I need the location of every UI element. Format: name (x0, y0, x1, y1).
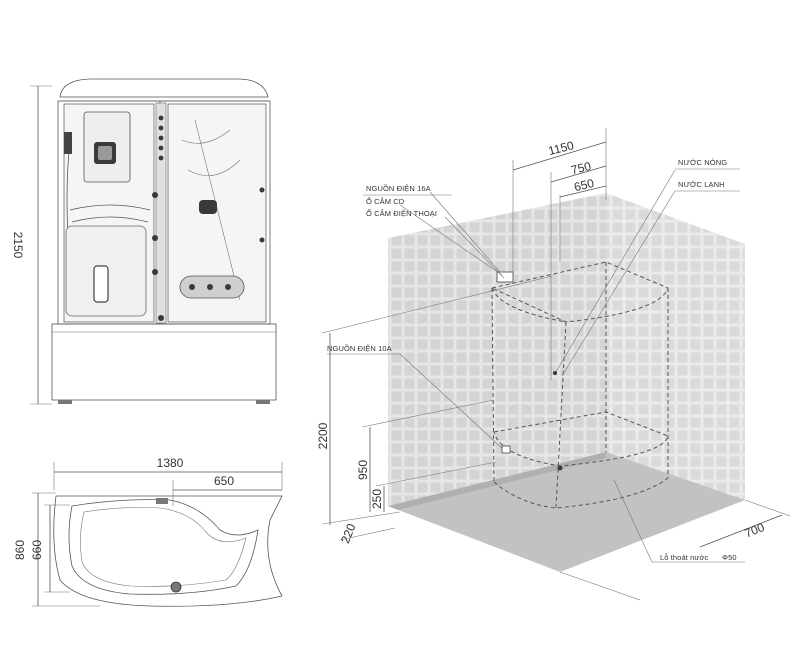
label-power-16a: NGUỒN ĐIỆN 16A (366, 183, 431, 193)
cabin-canopy (59, 78, 269, 98)
label-power-10a: NGUỒN ĐIỆN 10A (327, 343, 392, 353)
tub-outline (53, 495, 283, 607)
label-phone-socket: Ổ CẮM ĐIỆN THOẠI (366, 209, 437, 218)
dim-220: 220 (338, 521, 359, 545)
tile-wall-right (606, 193, 745, 500)
body-jets (152, 115, 164, 321)
label-cd-socket: Ổ CẮM CD (366, 197, 405, 206)
front-view: 2150 (11, 78, 277, 405)
drain-hole (170, 581, 182, 593)
socket-box (496, 271, 514, 283)
install-view: 1150 750 650 NGUỒN ĐIỆN 16A Ổ CẮM CD Ổ C… (316, 128, 791, 601)
dim-250: 250 (370, 489, 384, 509)
top-view: 1380 650 860 660 (13, 456, 283, 607)
top-offset-dim: 650 (214, 474, 234, 488)
dim-650: 650 (573, 176, 596, 195)
dim-2200: 2200 (316, 422, 330, 449)
label-cold-water: NƯỚC LẠNH (678, 180, 725, 189)
label-hot-water: NƯỚC NÓNG (678, 158, 727, 167)
label-drain-size: Φ50 (722, 553, 737, 562)
handle (93, 265, 109, 303)
top-depth-inner: 660 (30, 540, 44, 560)
tile-floor (388, 452, 745, 572)
tub-base (51, 323, 277, 401)
top-depth-outer: 860 (13, 540, 27, 560)
front-height-dim: 2150 (11, 232, 25, 259)
dim-950: 950 (356, 460, 370, 480)
dim-700: 700 (743, 520, 767, 541)
label-drain: Lỗ thoát nước (660, 553, 709, 562)
dim-1150: 1150 (547, 138, 576, 158)
cabin-outline (490, 261, 669, 509)
tile-wall-left (388, 193, 606, 506)
top-width-dim: 1380 (157, 456, 184, 470)
dim-750: 750 (570, 159, 593, 178)
radio-unit (199, 200, 217, 214)
